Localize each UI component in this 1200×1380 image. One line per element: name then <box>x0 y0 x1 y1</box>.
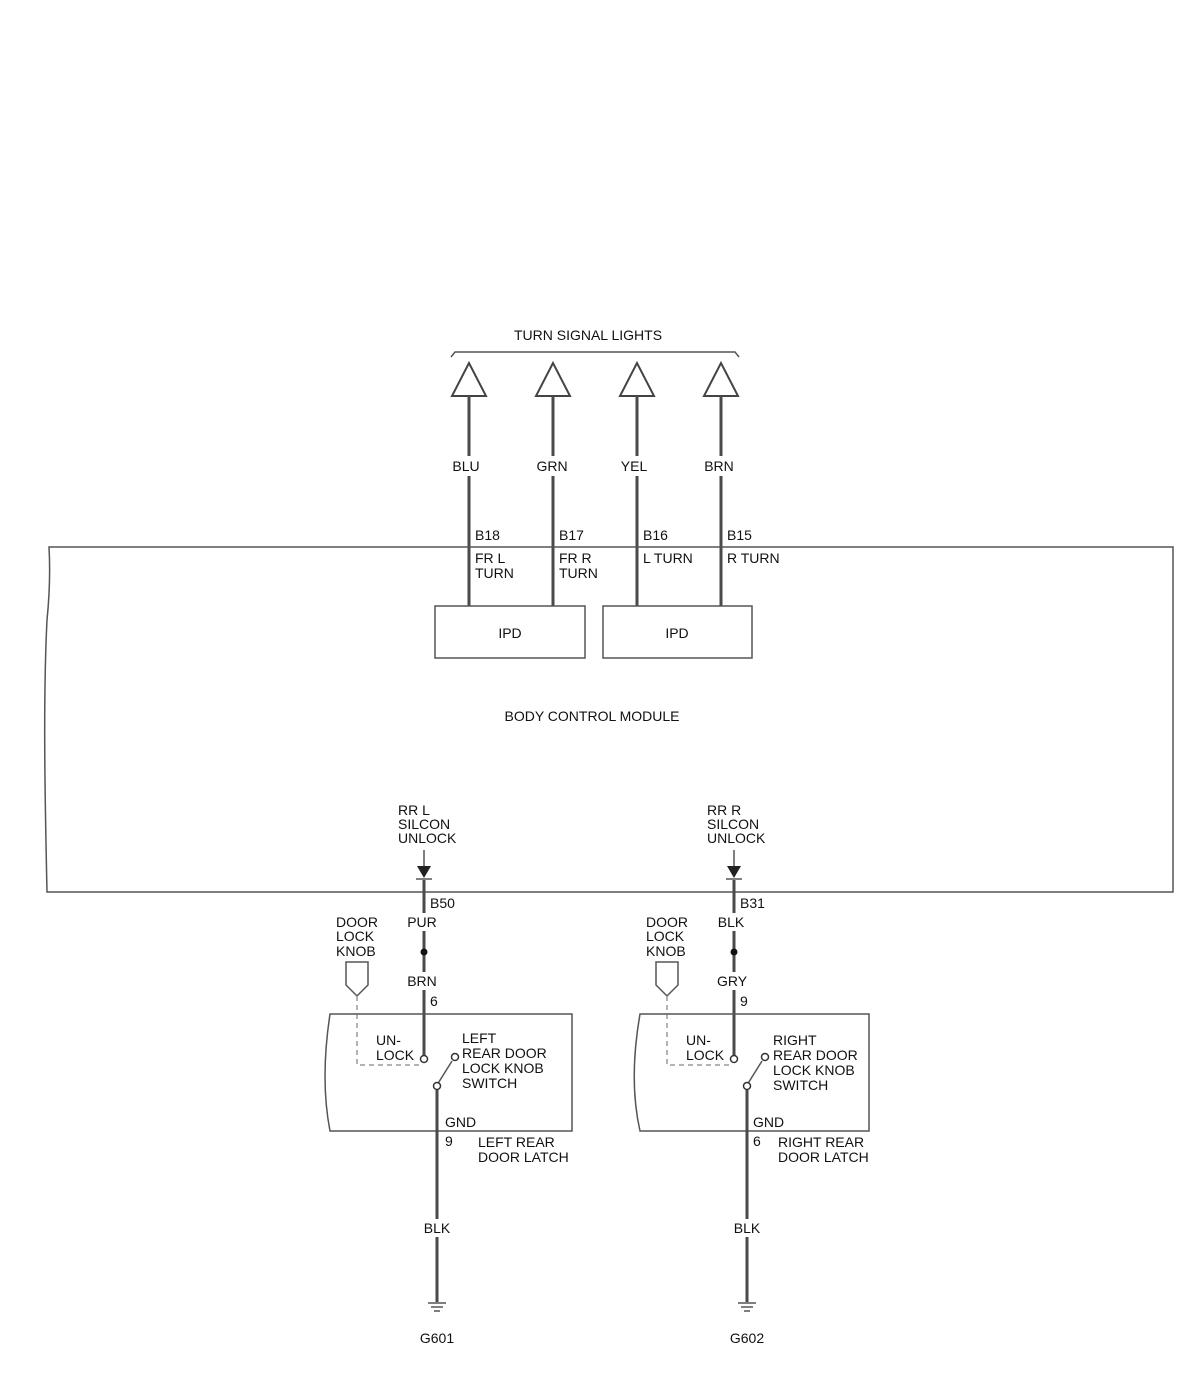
right-switch-line-3: LOCK KNOB <box>773 1062 855 1078</box>
left-switch-line-3: LOCK KNOB <box>462 1060 544 1076</box>
ipd-label-right: IPD <box>665 625 688 641</box>
left-gnd-label: GND <box>445 1114 476 1130</box>
right-switch-line-1: RIGHT <box>773 1032 817 1048</box>
right-switch-line-2: REAR DOOR <box>773 1047 858 1063</box>
left-switch-blade <box>436 1060 453 1086</box>
left-switch-line-1: LEFT <box>462 1030 497 1046</box>
turn-signal-arrow-1 <box>450 360 488 397</box>
left-ground-icon <box>428 1302 446 1312</box>
left-signal-line-2: SILCON <box>398 816 450 832</box>
turn-signal-lights-title: TURN SIGNAL LIGHTS <box>514 327 662 343</box>
right-gnd-label: GND <box>753 1114 784 1130</box>
left-signal-line-1: RR L <box>398 802 430 818</box>
pin-b17: B17 <box>559 527 584 543</box>
left-wire-lower: BRN <box>407 973 437 989</box>
right-gnd-pin: 6 <box>753 1133 761 1149</box>
bcm-title: BODY CONTROL MODULE <box>504 708 679 724</box>
bcm-box <box>43 546 1174 893</box>
func-fr-l-turn-1: FR L <box>475 550 506 566</box>
right-knob-line-3: KNOB <box>646 943 686 959</box>
left-switch-pivot <box>432 1081 442 1091</box>
left-unlock-line-1: UN- <box>376 1032 401 1048</box>
pin-b16: B16 <box>643 527 668 543</box>
right-switch-pivot <box>742 1081 752 1091</box>
turn-signal-arrow-2 <box>534 360 572 397</box>
pin-b18: B18 <box>475 527 500 543</box>
ipd-box-right <box>602 605 753 659</box>
left-unlock-line-2: LOCK <box>376 1047 415 1063</box>
left-pin-b50: B50 <box>430 895 455 911</box>
right-switch-contact-unlock <box>729 1054 739 1064</box>
right-pin-b31: B31 <box>740 895 765 911</box>
wire-color-brn: BRN <box>704 458 734 474</box>
right-ground-wire-color: BLK <box>734 1220 761 1236</box>
left-ground-wire-color: BLK <box>424 1220 451 1236</box>
func-r-turn: R TURN <box>727 550 780 566</box>
pin-b15: B15 <box>727 527 752 543</box>
left-latch-line-2: DOOR LATCH <box>478 1149 569 1165</box>
wire-color-blu: BLU <box>452 458 479 474</box>
right-signal-line-2: SILCON <box>707 816 759 832</box>
left-knob-line-3: KNOB <box>336 943 376 959</box>
right-latch-line-2: DOOR LATCH <box>778 1149 869 1165</box>
left-switch-pin: 6 <box>430 993 438 1009</box>
right-ground-icon <box>738 1302 756 1312</box>
right-signal-line-3: UNLOCK <box>707 830 766 846</box>
right-knob-line-1: DOOR <box>646 914 688 930</box>
right-switch-line-4: SWITCH <box>773 1077 828 1093</box>
right-switch-contact-lock <box>760 1052 770 1062</box>
turn-signal-arrow-4 <box>702 360 740 397</box>
turn-signal-arrow-3 <box>618 360 656 397</box>
left-switch-line-4: SWITCH <box>462 1075 517 1091</box>
right-unlock-line-1: UN- <box>686 1032 711 1048</box>
left-door-lock-knob-icon <box>345 961 369 998</box>
left-gnd-pin: 9 <box>445 1133 453 1149</box>
turn-signal-bracket <box>450 351 740 358</box>
right-splice <box>730 948 738 956</box>
wire-color-yel: YEL <box>621 458 648 474</box>
func-fr-r-turn-2: TURN <box>559 565 598 581</box>
left-knob-line-2: LOCK <box>336 928 375 944</box>
left-output-diode <box>417 866 431 878</box>
ipd-label-left: IPD <box>498 625 521 641</box>
right-knob-line-2: LOCK <box>646 928 685 944</box>
right-switch-pin: 9 <box>740 993 748 1009</box>
left-switch-contact-unlock <box>419 1054 429 1064</box>
right-knob-linkage <box>666 996 730 1066</box>
left-latch-line-1: LEFT REAR <box>478 1134 555 1150</box>
right-door-lock-knob-icon <box>655 961 679 998</box>
left-splice <box>420 948 428 956</box>
func-l-turn: L TURN <box>643 550 693 566</box>
right-switch-box <box>633 1013 870 1132</box>
wire-color-grn: GRN <box>536 458 567 474</box>
func-fr-r-turn-1: FR R <box>559 550 592 566</box>
right-switch-blade <box>746 1060 763 1086</box>
left-signal-line-3: UNLOCK <box>398 830 457 846</box>
right-wire-lower: GRY <box>717 973 748 989</box>
right-ground-id: G602 <box>730 1330 764 1346</box>
right-output-diode <box>727 866 741 878</box>
func-fr-l-turn-2: TURN <box>475 565 514 581</box>
left-wire-upper: PUR <box>407 914 437 930</box>
right-latch-line-1: RIGHT REAR <box>778 1134 864 1150</box>
left-switch-line-2: REAR DOOR <box>462 1045 547 1061</box>
right-unlock-line-2: LOCK <box>686 1047 725 1063</box>
left-knob-line-1: DOOR <box>336 914 378 930</box>
left-knob-linkage <box>356 996 420 1066</box>
left-ground-id: G601 <box>420 1330 454 1346</box>
left-switch-contact-lock <box>450 1052 460 1062</box>
right-wire-upper: BLK <box>718 914 745 930</box>
left-switch-box <box>324 1013 573 1132</box>
right-signal-line-1: RR R <box>707 802 741 818</box>
ipd-box-left <box>434 605 586 659</box>
